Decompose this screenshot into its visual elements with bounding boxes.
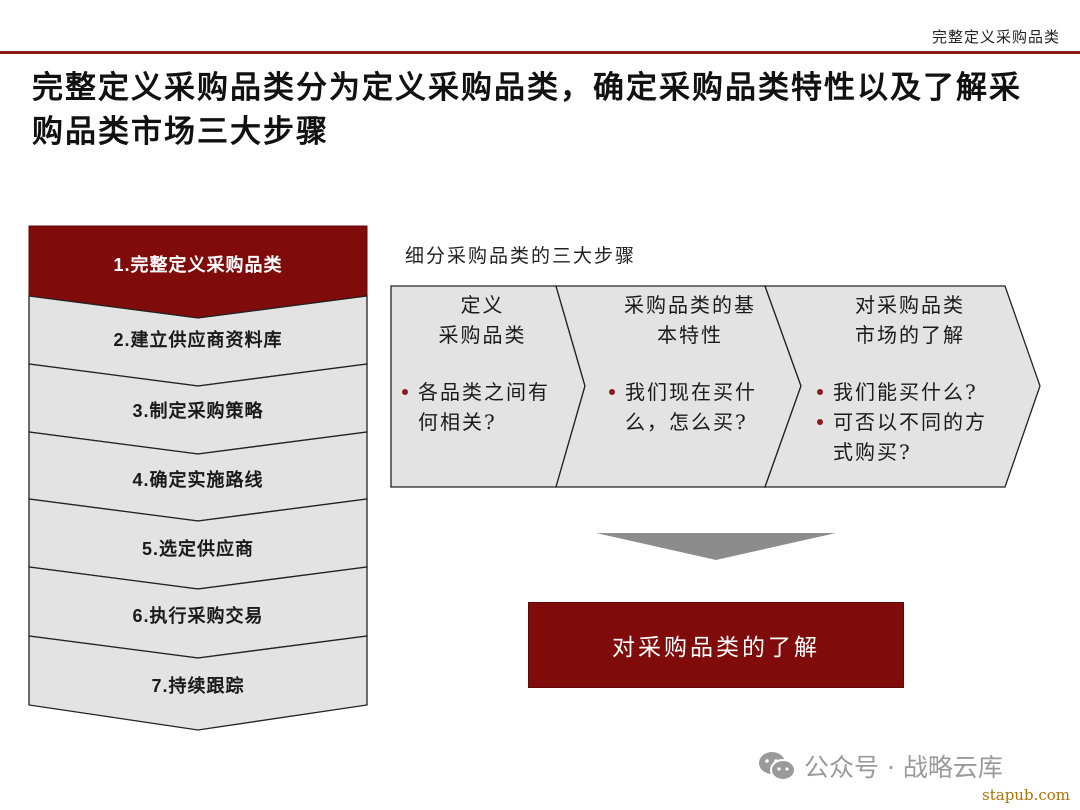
phase-1-title: 定义 采购品类 bbox=[438, 293, 527, 347]
phase-2-title: 采购品类的基 本特性 bbox=[624, 293, 756, 347]
bullet-item: 我们能买什么? bbox=[815, 377, 1005, 407]
down-arrow-icon bbox=[596, 533, 836, 560]
watermark: 公众号 · 战略云库 bbox=[758, 748, 1003, 784]
step-1[interactable]: 1.完整定义采购品类 bbox=[113, 255, 283, 276]
step-shape-7 bbox=[28, 635, 368, 731]
bullet-item: 我们现在买什么，怎么买? bbox=[607, 377, 757, 437]
step-2[interactable]: 2.建立供应商资料库 bbox=[113, 330, 283, 351]
phase-1-bullets: 各品类之间有何相关? bbox=[400, 377, 565, 437]
result-box: 对采购品类的了解 bbox=[528, 602, 904, 688]
page-title: 完整定义采购品类分为定义采购品类，确定采购品类特性以及了解采购品类市场三大步骤 bbox=[32, 70, 1022, 150]
step-3[interactable]: 3.制定采购策略 bbox=[132, 401, 264, 422]
source-label: stapub.com bbox=[982, 786, 1070, 804]
phase-2-bullets: 我们现在买什么，怎么买? bbox=[607, 377, 757, 437]
header-divider bbox=[0, 51, 1080, 54]
phase-3-title: 对采购品类 市场的了解 bbox=[855, 293, 965, 347]
phase-shape-3 bbox=[764, 285, 1041, 488]
wechat-icon bbox=[759, 752, 796, 781]
step-5[interactable]: 5.选定供应商 bbox=[141, 539, 254, 560]
step-6[interactable]: 6.执行采购交易 bbox=[132, 606, 264, 627]
bullet-item: 各品类之间有何相关? bbox=[400, 377, 565, 437]
detail-subtitle: 细分采购品类的三大步骤 bbox=[405, 245, 637, 267]
step-7[interactable]: 7.持续跟踪 bbox=[151, 676, 245, 697]
section-label: 完整定义采购品类 bbox=[931, 28, 1060, 46]
bullet-item: 可否以不同的方式购买? bbox=[815, 407, 1005, 467]
step-4[interactable]: 4.确定实施路线 bbox=[132, 470, 264, 491]
phase-3-bullets: 我们能买什么? 可否以不同的方式购买? bbox=[815, 377, 1005, 467]
